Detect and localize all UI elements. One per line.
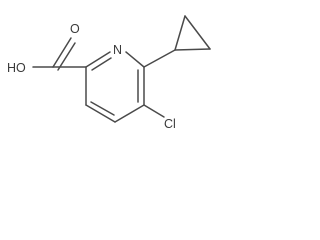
molecule-drawing: HO O N Cl	[7, 15, 211, 131]
ring-bond-c4-c3	[85, 104, 116, 123]
bond-c-o-double-a	[52, 37, 72, 68]
hydroxyl-label: HO	[7, 61, 26, 75]
bond-c-o-double-b	[57, 42, 76, 71]
chlorine-label: Cl	[164, 117, 176, 131]
cyclopropyl-bond-3	[174, 48, 211, 51]
structure-diagram: HO O N Cl	[0, 0, 236, 138]
ring-bond-n1-c6	[125, 51, 145, 68]
cyclopropyl-bond-2	[184, 15, 211, 50]
ring-bond-c4-c3-inner	[90, 101, 115, 116]
ring-bond-c2-n1-inner	[91, 57, 112, 71]
bond-ring-to-cyclopropyl	[143, 49, 176, 68]
ring-bond-c5-c4	[114, 104, 145, 123]
cyclopropyl-bond-1	[174, 15, 186, 51]
bond-ring-to-chlorine	[143, 104, 165, 118]
ring-bond-c2-n1	[85, 51, 111, 68]
carbonyl-oxygen-label: O	[70, 22, 80, 36]
ring-nitrogen-label: N	[113, 43, 122, 57]
